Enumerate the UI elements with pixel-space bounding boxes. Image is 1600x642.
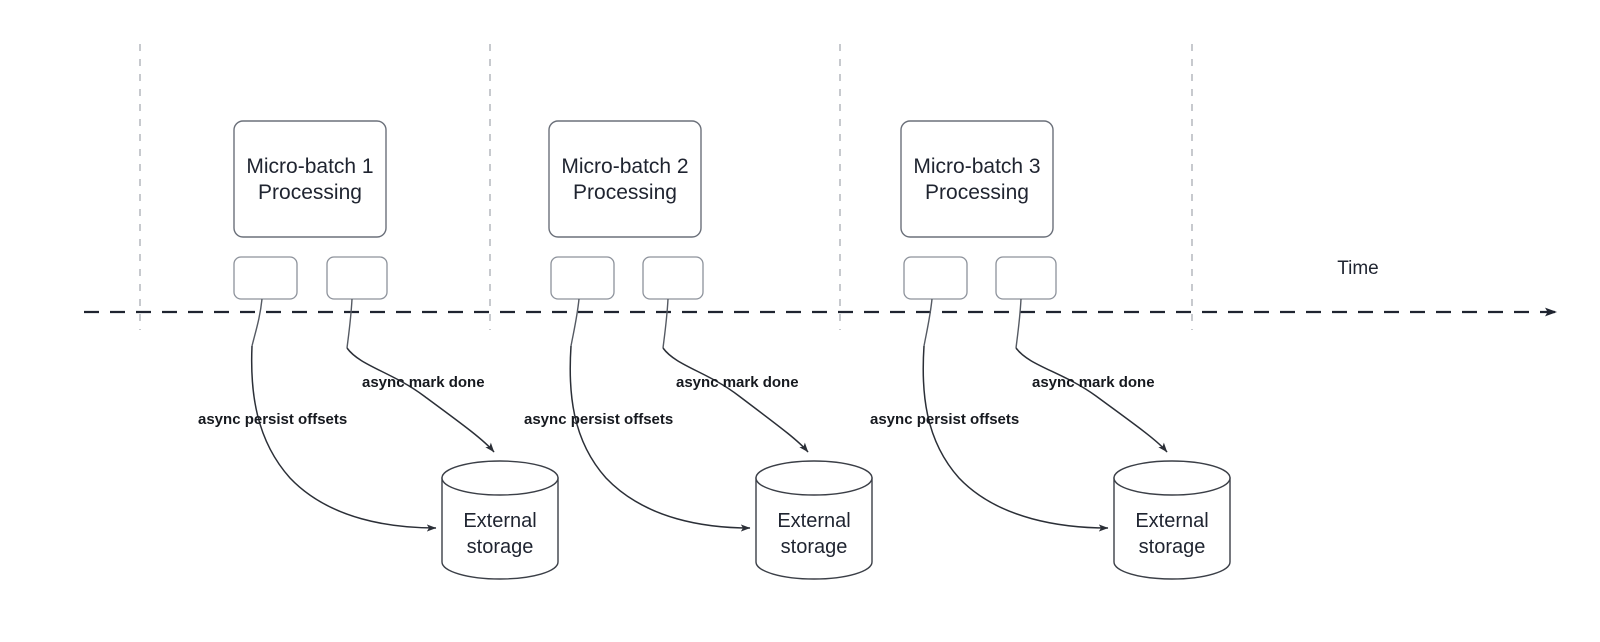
micro-batch-3-label-line2: Processing <box>925 181 1029 204</box>
edge-async-persist-offsets-2 <box>569 345 751 532</box>
micro-batch-1-processing-box[interactable]: Micro-batch 1 Processing <box>233 120 387 238</box>
edge-label-async-persist-offsets-1: async persist offsets <box>198 411 347 428</box>
external-storage-3-label-line1: External <box>1135 510 1208 532</box>
micro-batch-3-label-line1: Micro-batch 3 <box>913 155 1040 178</box>
micro-batch-3-processing-box[interactable]: Micro-batch 3 Processing <box>900 120 1054 238</box>
external-storage-cylinder-1[interactable]: External storage <box>441 460 559 580</box>
micro-batch-2-connector-persist <box>570 298 580 347</box>
edge-async-mark-done-1 <box>346 347 495 453</box>
batch-group-2: Micro-batch 2 Processing async persist o… <box>524 120 873 580</box>
micro-batch-1-task-box-persist[interactable] <box>233 256 298 300</box>
external-storage-2-label-line2: storage <box>781 536 848 558</box>
edge-async-mark-done-3 <box>1015 347 1168 453</box>
edge-async-mark-done-2 <box>662 347 809 453</box>
micro-batch-3-task-box-mark-done[interactable] <box>995 256 1057 300</box>
micro-batch-2-connector-mark-done <box>662 298 669 349</box>
edge-label-async-persist-offsets-3: async persist offsets <box>870 411 1019 428</box>
micro-batch-2-label-line1: Micro-batch 2 <box>561 155 688 178</box>
external-storage-2-label-line1: External <box>777 510 850 532</box>
external-storage-1-label-line2: storage <box>467 536 534 558</box>
micro-batch-2-label-line2: Processing <box>573 181 677 204</box>
micro-batch-2-task-box-mark-done[interactable] <box>642 256 704 300</box>
micro-batch-3-connector-persist <box>923 298 933 347</box>
micro-batch-3-connector-mark-done <box>1015 298 1022 349</box>
batch-group-3: Micro-batch 3 Processing async persist o… <box>870 120 1231 580</box>
time-axis-label: Time <box>1337 258 1379 279</box>
external-storage-cylinder-3[interactable]: External storage <box>1113 460 1231 580</box>
time-axis: Time <box>84 258 1557 317</box>
micro-batch-1-connector-mark-done <box>346 298 353 349</box>
external-storage-3-label-line2: storage <box>1139 536 1206 558</box>
micro-batch-1-task-box-mark-done[interactable] <box>326 256 388 300</box>
micro-batch-3-task-box-persist[interactable] <box>903 256 968 300</box>
micro-batch-2-processing-box[interactable]: Micro-batch 2 Processing <box>548 120 702 238</box>
edge-label-async-mark-done-3: async mark done <box>1032 374 1155 391</box>
micro-batch-1-connector-persist <box>251 298 263 347</box>
edge-label-async-mark-done-1: async mark done <box>362 374 485 391</box>
batch-group-1: Micro-batch 1 Processing async persist o… <box>198 120 559 580</box>
micro-batch-1-label-line2: Processing <box>258 181 362 204</box>
edge-async-persist-offsets-3 <box>922 345 1109 532</box>
micro-batch-1-label-line1: Micro-batch 1 <box>246 155 373 178</box>
external-storage-1-label-line1: External <box>463 510 536 532</box>
edge-label-async-mark-done-2: async mark done <box>676 374 799 391</box>
lifelines-group <box>139 44 1193 330</box>
external-storage-cylinder-2[interactable]: External storage <box>755 460 873 580</box>
micro-batch-2-task-box-persist[interactable] <box>550 256 615 300</box>
edge-label-async-persist-offsets-2: async persist offsets <box>524 411 673 428</box>
edge-async-persist-offsets-1 <box>250 345 437 532</box>
